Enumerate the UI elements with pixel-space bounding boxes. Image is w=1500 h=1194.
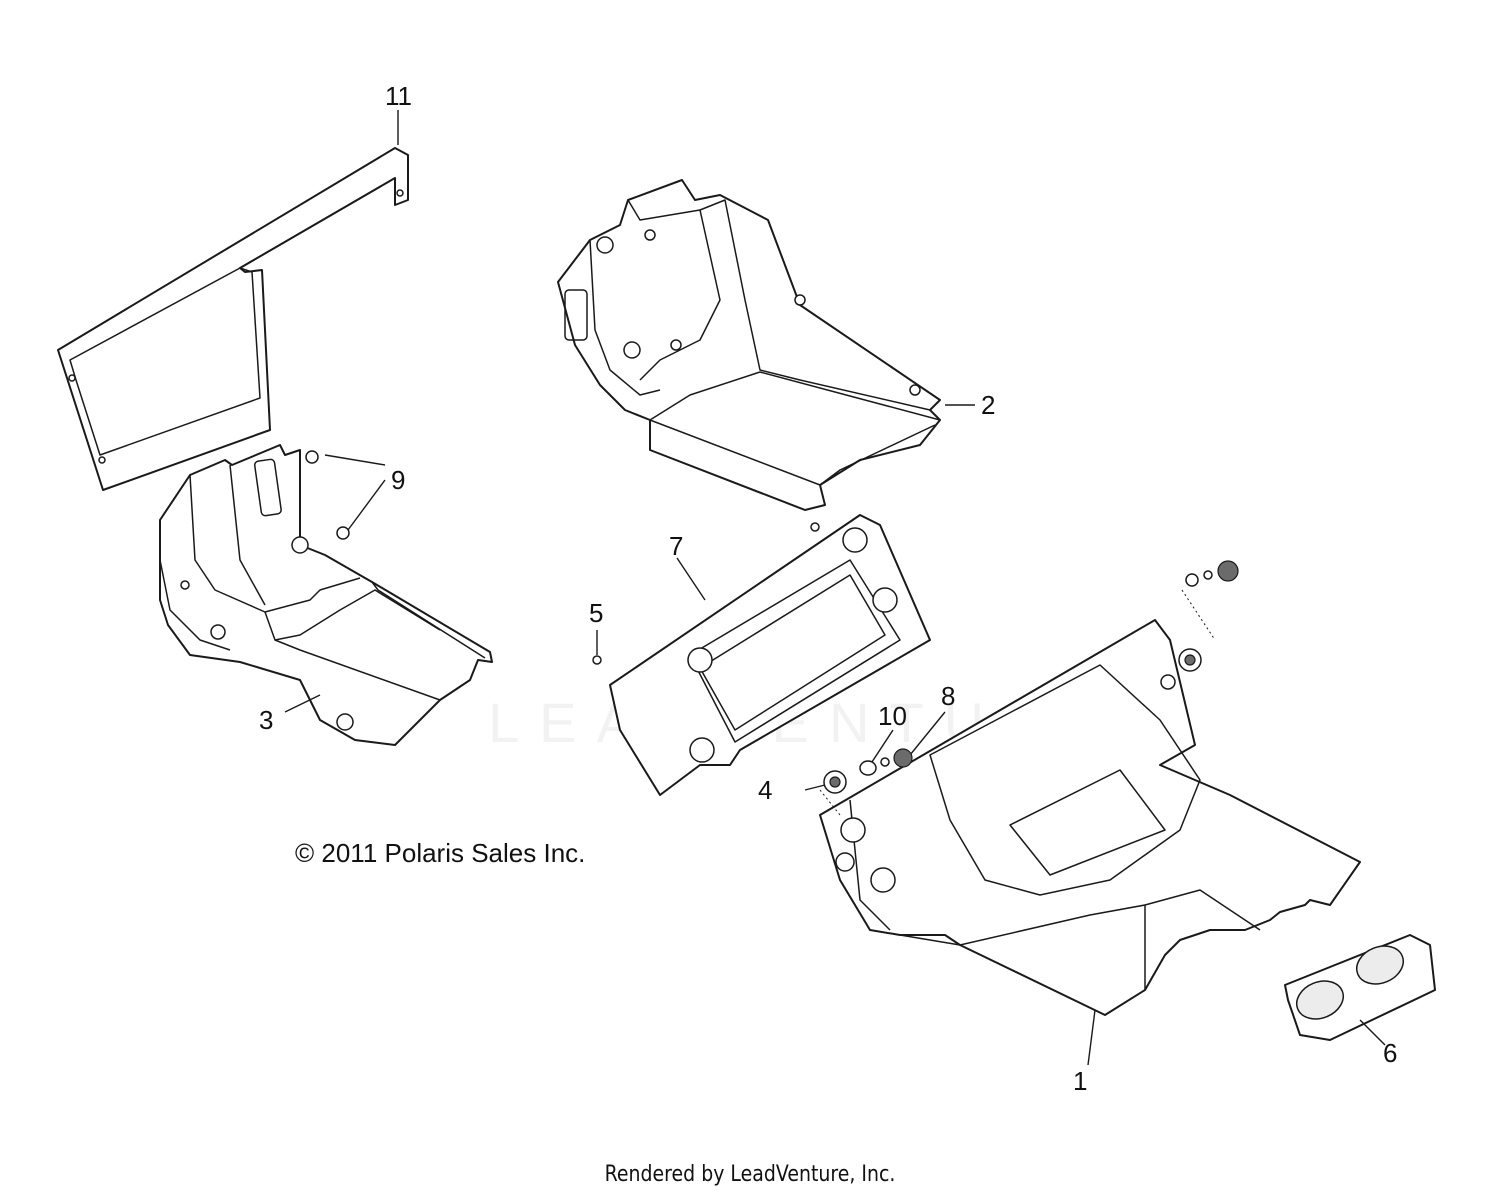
part-1-main-floor[interactable] xyxy=(819,619,1361,1066)
callout-4: 4 xyxy=(758,775,773,805)
leader-3 xyxy=(284,694,321,713)
callout-3: 3 xyxy=(259,705,274,735)
callout-10: 10 xyxy=(878,701,907,731)
callout-2: 2 xyxy=(981,390,996,420)
footer-rendered-by: Rendered by LeadVenture, Inc. xyxy=(604,1162,896,1187)
callout-11: 11 xyxy=(385,81,412,111)
copyright-text: © 2011 Polaris Sales Inc. xyxy=(295,838,586,868)
part-11-panel[interactable] xyxy=(57,147,409,491)
part-4-grommet[interactable] xyxy=(804,770,847,816)
part-5-clip[interactable] xyxy=(592,630,602,665)
part-8-nut[interactable] xyxy=(893,711,946,768)
callout-6: 6 xyxy=(1383,1038,1398,1068)
part-2-floor-panel[interactable] xyxy=(557,179,941,511)
part-9-screws[interactable] xyxy=(305,450,386,540)
callout-9: 9 xyxy=(391,465,406,495)
callout-8: 8 xyxy=(941,681,956,711)
part-3-floor-panel[interactable] xyxy=(159,444,493,746)
part-10-washer[interactable] xyxy=(859,729,894,776)
hardware-group-right[interactable] xyxy=(1178,560,1239,672)
callout-5: 5 xyxy=(589,598,604,628)
callout-7: 7 xyxy=(669,531,684,561)
part-6-cup-holder[interactable] xyxy=(1284,934,1436,1046)
leader-7 xyxy=(676,557,706,601)
callout-1: 1 xyxy=(1073,1066,1088,1096)
part-7-console-panel[interactable] xyxy=(609,514,931,796)
